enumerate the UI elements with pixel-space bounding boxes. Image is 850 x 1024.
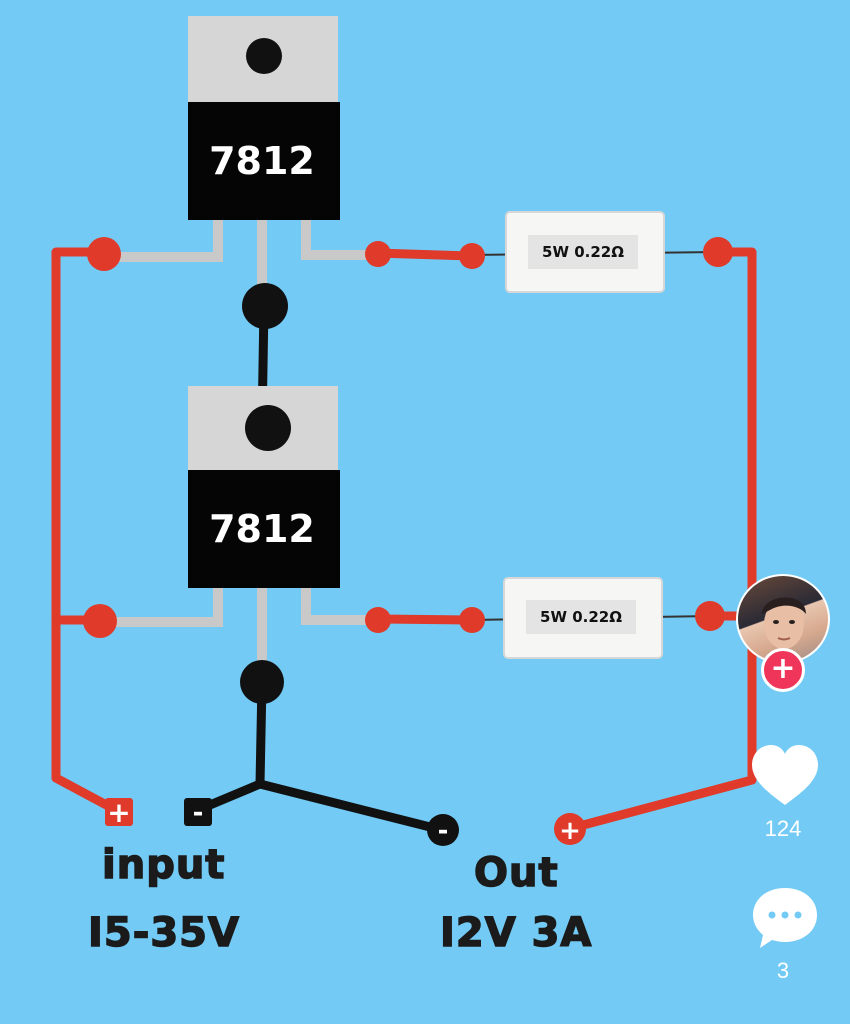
positive-wires (51, 247, 757, 833)
junction-dot-black (245, 405, 291, 451)
junction-dots (83, 237, 733, 704)
input-caption-title: input (101, 841, 226, 889)
regulator-pins (100, 220, 376, 680)
regulator-body (188, 470, 340, 588)
resistor-label: 5W 0.22Ω (540, 608, 622, 626)
input-caption-range: I5-35V (87, 909, 240, 957)
junction-dot-red (365, 607, 391, 633)
svg-text:+: + (559, 816, 581, 846)
avatar-portrait-icon (762, 597, 806, 649)
junction-dot-red (365, 241, 391, 267)
junction-dot-red (459, 243, 485, 269)
junction-dot-red (703, 237, 733, 267)
terminal-input-plus: + (105, 796, 133, 829)
follow-button[interactable]: + (761, 648, 805, 692)
regulator-label: 7812 (209, 139, 315, 183)
output-positive-rail (567, 247, 757, 833)
resistor-2: 5W 0.22Ω (469, 577, 713, 659)
input-positive-rail (51, 247, 117, 813)
regulator2-output-wire (371, 614, 475, 625)
terminal-output-plus: + (554, 813, 586, 846)
comment-count: 3 (776, 958, 790, 983)
output-caption-rating: I2V 3A (439, 909, 593, 957)
resistor-1: 5W 0.22Ω (469, 211, 719, 293)
junction-dot-red (83, 604, 117, 638)
terminal-output-minus: - (427, 814, 459, 846)
junction-dot-red (459, 607, 485, 633)
regulator-body (188, 102, 340, 220)
svg-text:+: + (107, 796, 130, 829)
like-button[interactable] (752, 745, 818, 805)
output-caption-title: Out (473, 849, 559, 897)
junction-dot-red (695, 601, 725, 631)
mounting-hole (246, 38, 282, 74)
heart-icon (752, 745, 818, 805)
svg-text:-: - (438, 816, 449, 846)
regulator-1: 7812 (188, 16, 340, 220)
comment-button[interactable] (753, 888, 817, 948)
terminal-input-minus: - (184, 798, 212, 828)
like-count: 124 (764, 816, 802, 841)
junction-dot-black (240, 660, 284, 704)
svg-text:-: - (193, 798, 204, 828)
regulator1-output-wire (371, 248, 475, 261)
junction-dot-red (87, 237, 121, 271)
junction-dot-black (242, 283, 288, 329)
resistor-label: 5W 0.22Ω (542, 243, 624, 261)
regulator-label: 7812 (209, 507, 315, 551)
